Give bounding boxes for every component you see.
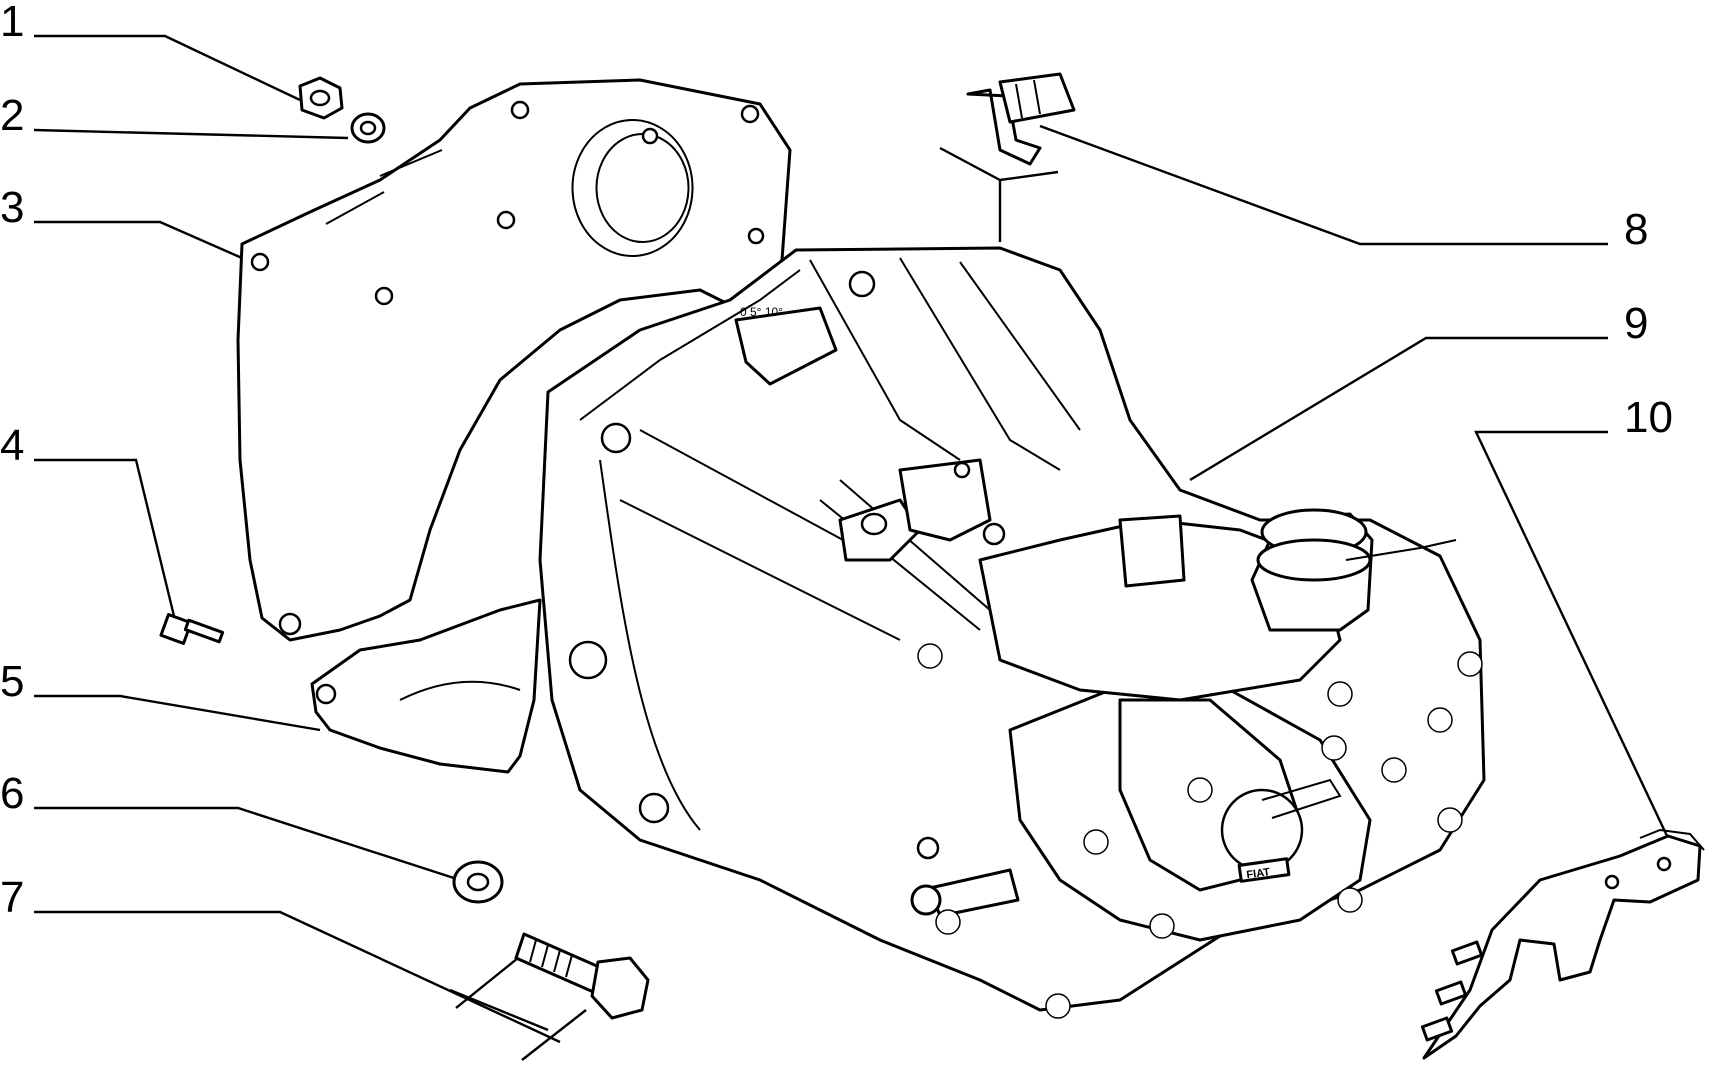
part-10-bracket xyxy=(1420,828,1705,1060)
leader-4 xyxy=(34,458,176,617)
dimension-line xyxy=(449,988,549,1032)
leader-9 xyxy=(1189,336,1608,482)
callout-1: 1 xyxy=(0,0,24,46)
part-8-bracket xyxy=(966,72,1076,166)
leader-3 xyxy=(34,220,243,260)
callout-6: 6 xyxy=(0,769,24,818)
housing-bolts xyxy=(917,643,1483,1019)
leader-8 xyxy=(1039,124,1608,246)
leader-lines xyxy=(33,34,1670,1061)
dimension-tick-1 xyxy=(455,957,519,1009)
part-4-bolt xyxy=(159,613,225,645)
callout-9: 9 xyxy=(1624,299,1648,348)
leader-6 xyxy=(34,806,461,882)
callout-7: 7 xyxy=(0,873,24,922)
callout-5: 5 xyxy=(0,657,24,706)
callout-3: 3 xyxy=(0,183,24,232)
callout-8: 8 xyxy=(1624,205,1648,254)
part-3-cover-plate xyxy=(236,78,792,642)
part-5-lower-plate xyxy=(310,598,542,774)
part-2-washer xyxy=(350,112,386,144)
part-6-washer xyxy=(452,860,504,904)
leader-5 xyxy=(34,694,321,732)
part-1-nut xyxy=(298,76,344,120)
leader-7 xyxy=(34,910,561,1044)
callout-4: 4 xyxy=(0,421,24,470)
install-arrow-8 xyxy=(939,146,1059,182)
leader-2 xyxy=(33,128,349,140)
callout-10: 10 xyxy=(1624,393,1673,442)
leader-10 xyxy=(1474,430,1670,839)
housing-logo-text: FIAT xyxy=(1246,866,1271,881)
leader-1 xyxy=(34,34,301,102)
dimension-tick-2 xyxy=(521,1009,587,1061)
timing-scale-text: 0 5° 10° xyxy=(740,305,783,319)
part-9-gearbox-housing: 0 5° 10° xyxy=(538,246,1486,1019)
part-7-hex-bolt xyxy=(514,932,650,1020)
callout-2: 2 xyxy=(0,91,24,140)
